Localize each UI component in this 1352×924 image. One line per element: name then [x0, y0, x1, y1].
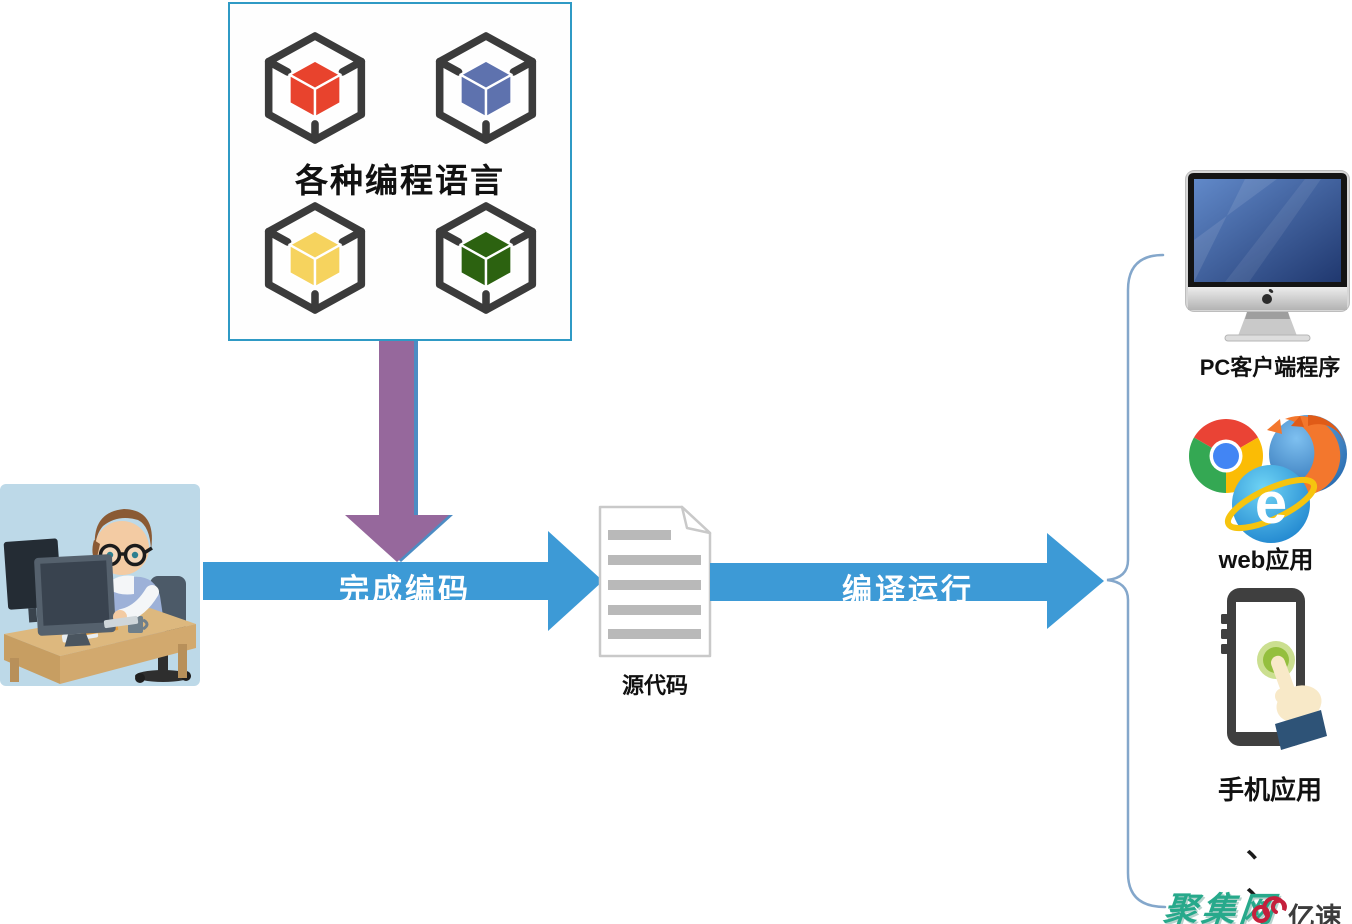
pc-monitor-icon — [1185, 170, 1350, 342]
languages-box-title: 各种编程语言 — [295, 162, 505, 199]
pc-client-label: PC客户端程序 — [1199, 355, 1341, 380]
source-code-document-icon — [598, 505, 712, 658]
mobile-app-label: 手机应用 — [1217, 775, 1322, 805]
outputs-brace — [1106, 253, 1167, 909]
programmer-illustration — [0, 484, 200, 686]
svg-text:e: e — [1255, 471, 1287, 536]
compile-run-arrow — [710, 533, 1104, 629]
languages-down-arrow — [345, 341, 449, 562]
yisu-cloud-logo-icon — [1252, 896, 1287, 923]
ie-logo-icon: e — [1224, 465, 1318, 543]
web-browsers-icon: e — [1189, 415, 1347, 543]
yellow-cube-icon — [264, 202, 366, 314]
mobile-phone-icon — [1221, 588, 1327, 750]
source-code-label: 源代码 — [621, 673, 688, 698]
coding-arrow-label: 完成编码 — [339, 574, 471, 607]
languages-box: 各种编程语言 — [228, 2, 572, 341]
coding-arrow — [203, 531, 603, 631]
red-cube-icon — [264, 32, 366, 144]
blue-cube-icon — [435, 32, 537, 144]
yisu-brand-watermark: 亿速云 — [1288, 903, 1342, 924]
stray-mark-2: 、 — [1246, 869, 1276, 902]
chrome-logo-icon — [1189, 419, 1263, 493]
compile-run-arrow-label: 编译运行 — [842, 574, 974, 607]
web-app-label: web应用 — [1218, 547, 1314, 574]
pointing-hand-icon — [1271, 655, 1327, 750]
stray-mark-1: 、 — [1246, 831, 1276, 864]
green-cube-icon — [435, 202, 537, 314]
